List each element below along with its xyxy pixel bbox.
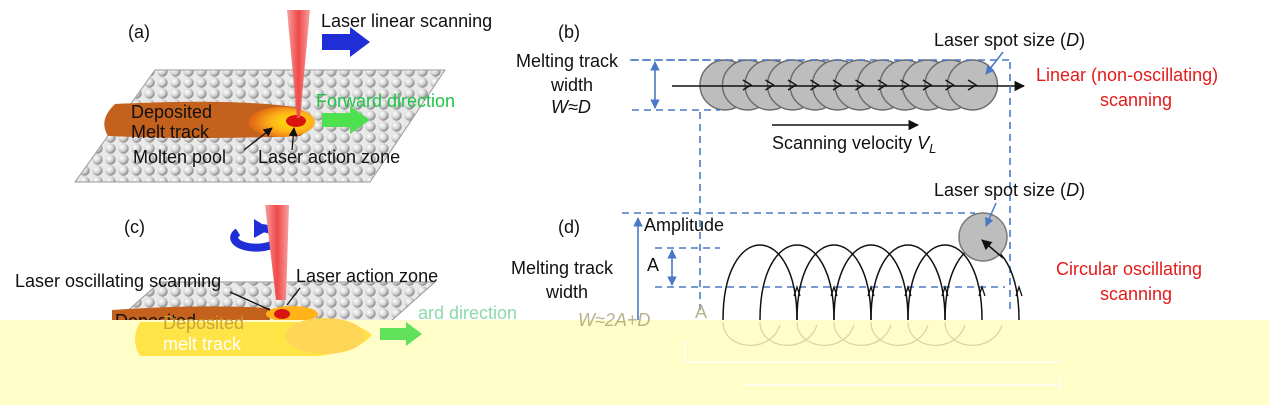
panel-b-tag: (b): [558, 22, 580, 42]
loop-direction-tick-d: [978, 284, 986, 297]
linear-mode-label-1: Linear (non-oscillating): [1036, 65, 1218, 85]
amplitude-symbol-2: A: [695, 302, 707, 322]
panel-b: (b) Melting track width W≈D Laser spot s…: [516, 22, 1218, 310]
dimension-lines-d: [622, 212, 1005, 288]
spot-leader-b: [985, 51, 1004, 75]
scan-loop-d: [907, 244, 983, 321]
zone-leader-c: [286, 287, 301, 306]
scan-loop-ghost-d: [796, 321, 855, 346]
laser-beam-c: [265, 205, 289, 300]
forward-direction-label-c: ard direction: [418, 303, 517, 323]
width-formula-d: W≈2A+D: [578, 310, 650, 330]
molten-pool-label-a: Molten pool: [133, 147, 226, 167]
laser-action-zone-a: [286, 115, 306, 127]
laser-linear-scanning-label: Laser linear scanning: [321, 11, 492, 31]
panel-d-tag: (d): [558, 217, 580, 237]
scan-loop-ghost-d: [759, 321, 818, 346]
spot-row-b: [699, 59, 999, 111]
laser-action-zone-c: [274, 309, 290, 319]
scan-loop-ghost-d: [833, 321, 892, 346]
action-zone-label-c: Laser action zone: [296, 266, 438, 286]
panel-c: (c) Laser oscillating scanning Laser act…: [15, 205, 438, 331]
spot-direction-tick-b: [900, 79, 910, 91]
spot-direction-tick-b: [877, 79, 888, 91]
melt-track-label-c: melt track: [163, 334, 242, 354]
deposited-label-a: Deposited: [131, 102, 212, 122]
spot-direction-tick-b: [765, 79, 775, 91]
laser-spot-d: [958, 212, 1008, 262]
overlay-content: Deposited melt track ard direction W≈2A+…: [135, 302, 1061, 395]
melt-track-label-a: Melt track: [131, 122, 210, 142]
circular-scan-ghost-d: [722, 321, 1003, 346]
forward-arrow-a: [322, 106, 370, 134]
width-formula-b: W≈D: [551, 97, 591, 117]
melting-width-label-d1: Melting track: [511, 258, 614, 278]
linear-mode-label-2: scanning: [1100, 90, 1172, 110]
action-zone-label-a: Laser action zone: [258, 147, 400, 167]
deposited-melt-track-c: [112, 306, 270, 322]
scan-loop-d: [870, 244, 946, 321]
scan-loop-ghost-d: [870, 321, 929, 346]
panel-c-tag: (c): [124, 217, 145, 237]
pool-ghost-c: [285, 318, 365, 354]
spot-size-label-d: Laser spot size (D): [934, 180, 1085, 200]
pool-leader-a: [243, 127, 273, 151]
circular-mode-label-1: Circular oscillating: [1056, 259, 1202, 279]
spot-direction-tick-b: [922, 79, 933, 91]
oscillating-scan-label: Laser oscillating scanning: [15, 271, 221, 291]
scan-direction-arrow-a: [322, 27, 370, 57]
circular-scan-path-d: [722, 244, 1023, 321]
spot-direction-tick-b: [855, 79, 865, 91]
laser-spot-b: [946, 59, 999, 111]
panel-d: (d) Amplitude A Melting track width Lase…: [511, 180, 1202, 321]
amplitude-label: Amplitude: [644, 215, 724, 235]
scan-loop-ghost-d: [722, 321, 781, 346]
spot-direction-tick-b: [832, 79, 843, 91]
spot-leader-d: [985, 202, 997, 227]
loop-direction-tick-d: [1015, 284, 1023, 297]
deposited-ghost-label-c: Deposited: [163, 313, 244, 333]
overlay-ghost-lines: [684, 340, 1061, 395]
spot-direction-tick-b: [967, 79, 978, 91]
scan-loop-d: [796, 244, 872, 321]
melting-width-label-d2: width: [545, 282, 588, 302]
osc-leader-c: [229, 291, 271, 311]
forward-arrow-c: [380, 322, 422, 346]
circular-mode-label-2: scanning: [1100, 284, 1172, 304]
velocity-label-b: Scanning velocity VL: [772, 133, 936, 156]
zone-leader-a: [288, 127, 298, 151]
spot-direction-tick-b: [742, 79, 753, 91]
forward-direction-label-a: Forward direction: [316, 91, 455, 111]
panel-a: (a) Laser linear scanning Forward direct…: [74, 10, 492, 183]
spot-direction-tick-b: [787, 79, 798, 91]
scan-loop-ghost-d: [907, 321, 966, 346]
melting-width-label-b2: width: [550, 75, 593, 95]
scan-loop-d: [722, 244, 798, 321]
spot-direction-arrow-d: [981, 239, 1004, 259]
scan-loop-ghost-d: [944, 321, 1003, 346]
panel-a-tag: (a): [128, 22, 150, 42]
laser-beam-a: [287, 10, 310, 118]
oscillation-arrowhead-c: [254, 219, 270, 238]
melting-width-label-b1: Melting track: [516, 51, 619, 71]
spot-size-label-b: Laser spot size (D): [934, 30, 1085, 50]
scan-loop-d: [833, 244, 909, 321]
spot-direction-tick-b: [945, 79, 955, 91]
scan-loop-d: [759, 244, 835, 321]
amplitude-symbol-1: A: [647, 255, 659, 275]
spot-direction-tick-b: [810, 79, 820, 91]
